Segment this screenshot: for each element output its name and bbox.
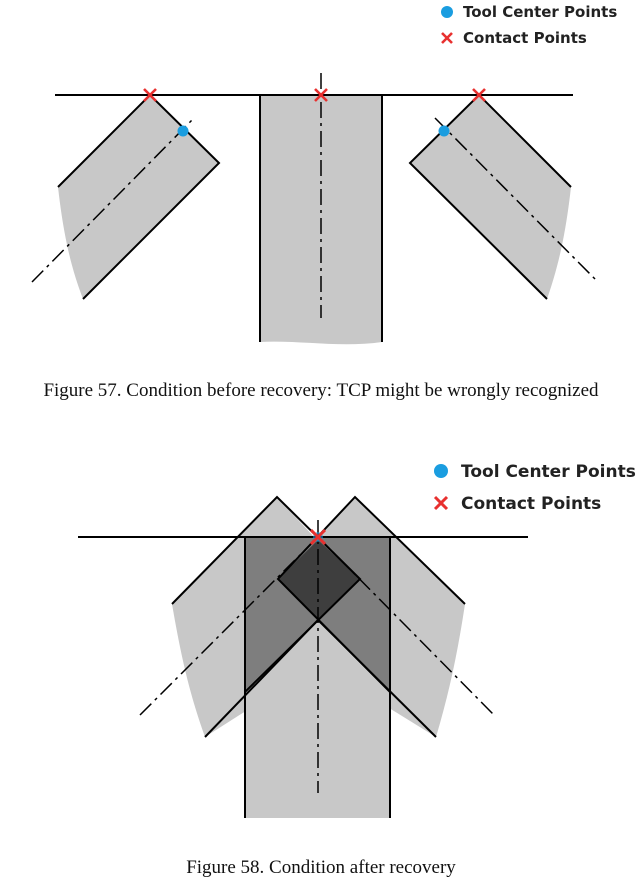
tool-center-points-legend-label: Tool Center Points — [463, 3, 617, 21]
figure-58-legend: Tool Center Points Contact Points — [433, 462, 636, 514]
merged-contact-point — [309, 528, 327, 546]
left-tool-axis — [139, 536, 319, 716]
right-contact-point — [472, 88, 486, 102]
tool-center-points-legend-label: Tool Center Points — [461, 462, 636, 482]
figure-57-caption: Figure 57. Condition before recovery: TC… — [43, 380, 599, 401]
right-tool — [408, 93, 599, 300]
figure-58: Tool Center Points Contact Points — [78, 462, 636, 818]
center-tool — [259, 73, 383, 345]
figure-57-legend: Tool Center Points Contact Points — [441, 3, 617, 47]
right-tool-axis — [434, 117, 599, 283]
right-tool-center-point — [438, 125, 450, 137]
contact-point-legend-marker — [433, 495, 449, 511]
left-tool-axis — [31, 117, 195, 283]
center-contact-point — [314, 88, 328, 102]
contact-point-legend-marker — [441, 32, 453, 44]
tool-center-point-legend-marker — [441, 6, 453, 18]
contact-points-legend-label: Contact Points — [463, 29, 587, 47]
left-tool — [31, 93, 221, 300]
left-contact-point — [143, 88, 157, 102]
right-tool-axis — [317, 536, 495, 716]
contact-points-legend-label: Contact Points — [461, 494, 601, 514]
figure-58-caption: Figure 58. Condition after recovery — [186, 857, 456, 878]
left-tool-center-point — [177, 125, 189, 137]
tool-center-point-legend-marker — [434, 464, 448, 478]
figure-57: Tool Center Points Contact Points — [31, 3, 617, 345]
